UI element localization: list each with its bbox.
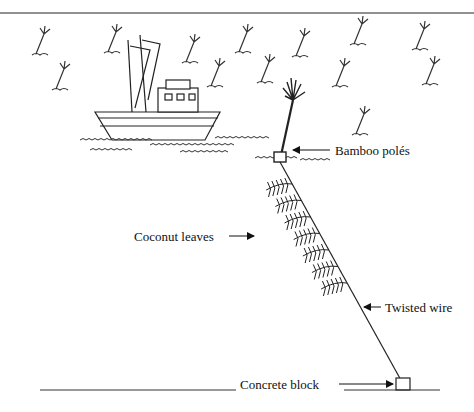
label-text: Bamboo polés [335, 144, 410, 157]
wave [300, 159, 330, 161]
distant-pole [257, 54, 275, 83]
distant-pole [332, 58, 350, 87]
coconut-leaves [266, 178, 347, 296]
sea-waves [80, 137, 330, 161]
distant-pole [182, 34, 200, 63]
distant-pole [292, 28, 310, 57]
label-text: Coconut leaves [134, 230, 214, 243]
concrete-block [396, 378, 410, 390]
wave [215, 137, 269, 139]
wave [150, 144, 234, 146]
frond-leaflets [286, 211, 306, 230]
label-text: Concrete block [240, 378, 319, 391]
seabed [344, 390, 440, 391]
distant-pole [104, 24, 122, 53]
boat [95, 35, 220, 140]
distant-pole [352, 106, 370, 135]
frond-leaflets [322, 277, 342, 296]
label-text: Twisted wire [385, 301, 452, 314]
wave [90, 149, 132, 151]
twisted-wire [280, 162, 402, 382]
frame-line [0, 12, 474, 13]
frond-leaflets [304, 244, 324, 263]
seabed [40, 390, 236, 391]
distant-pole [235, 24, 253, 53]
distant-pole [422, 56, 440, 85]
distant-pole [350, 16, 368, 45]
frond-leaflets [277, 195, 297, 214]
wave [80, 139, 152, 141]
distant-pole [32, 26, 50, 55]
distant-poles [32, 16, 440, 135]
bamboo-pole [274, 78, 305, 162]
leader-arrows [229, 150, 393, 384]
distant-pole [207, 58, 225, 87]
frond-leaflets [313, 261, 333, 280]
frond-leaflets [268, 178, 288, 197]
wave [180, 151, 228, 153]
distant-pole [52, 61, 70, 90]
frond-leaflets [295, 228, 315, 247]
distant-pole [412, 21, 430, 50]
